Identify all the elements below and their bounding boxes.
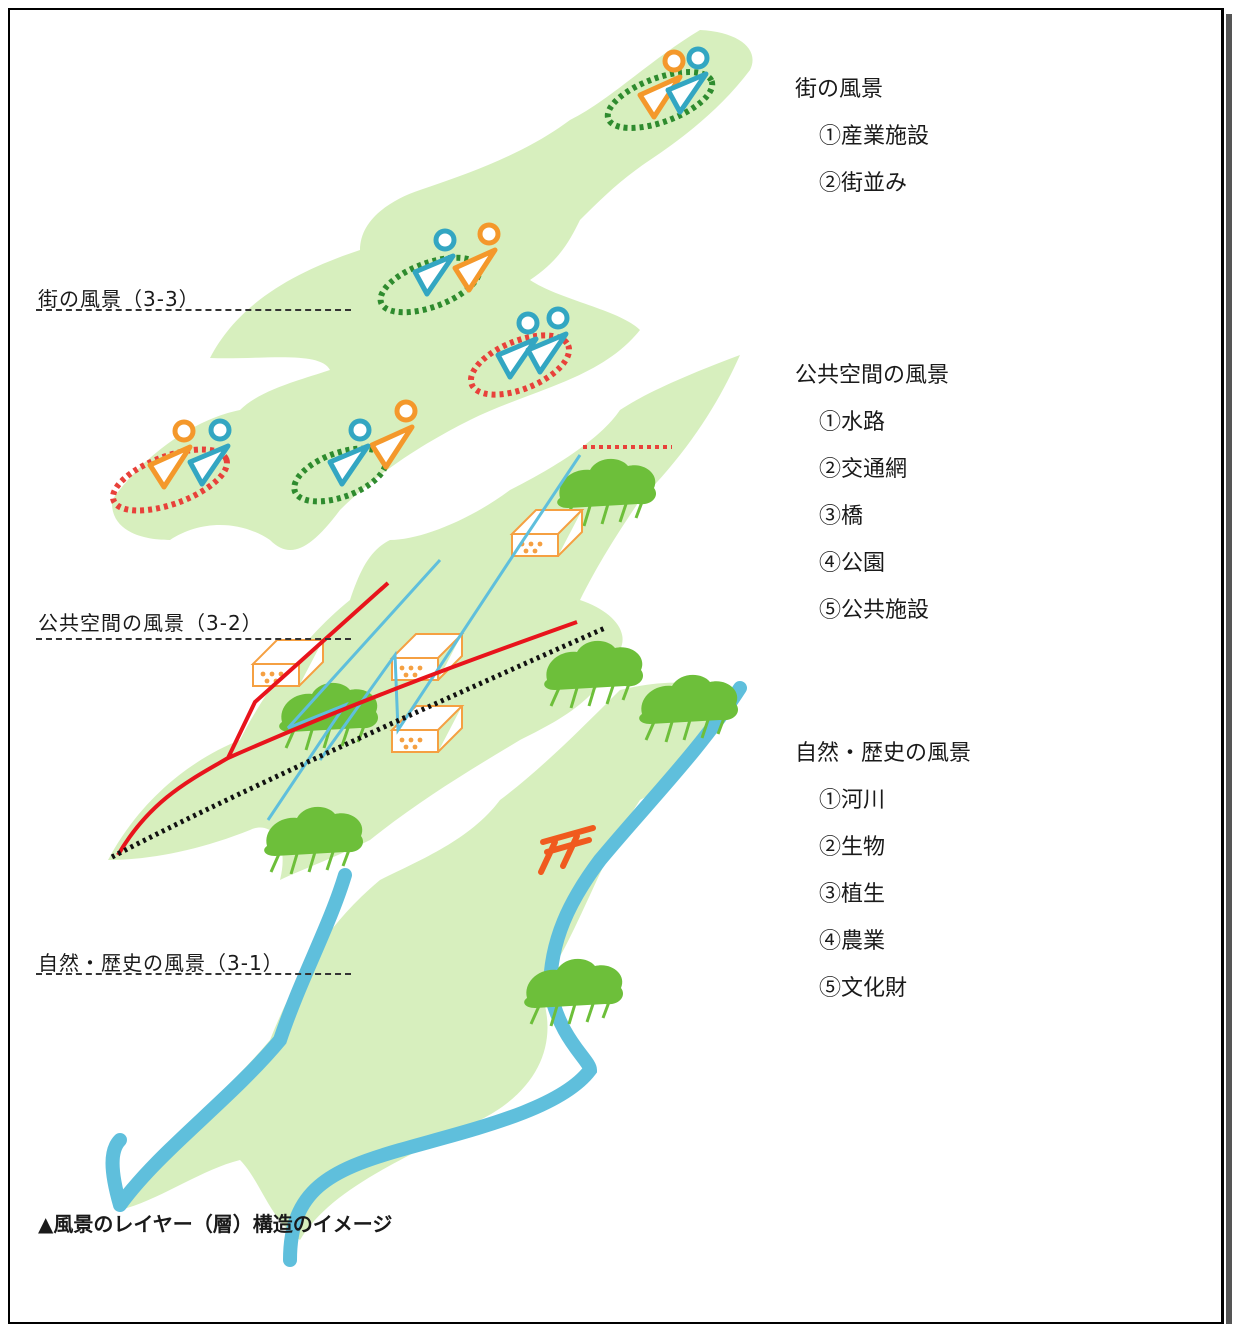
- legend-title: 自然・歴史の風景: [795, 741, 972, 766]
- canal-lines: [266, 454, 582, 821]
- townscape-zone: [467, 332, 573, 398]
- legend-item: ②街並み: [819, 171, 908, 196]
- frame-shadow: [1226, 14, 1232, 1324]
- leader-line: [36, 973, 351, 975]
- figure-caption: ▲風景のレイヤー（層）構造のイメージ: [38, 1212, 393, 1236]
- layer-label-town: 街の風景（3-3）: [38, 287, 200, 311]
- legend-nature-history: 自然・歴史の風景 ①河川 ②生物 ③植生 ④農業 ⑤文化財: [795, 742, 971, 1001]
- leader-line: [36, 309, 351, 311]
- legend-item: ⑤公共施設: [819, 598, 930, 623]
- legend-town: 街の風景 ①産業施設 ②街並み: [795, 78, 929, 196]
- legend-item: ④農業: [819, 929, 886, 954]
- townscape-zone: [110, 446, 230, 514]
- legend-item: ③植生: [819, 882, 886, 907]
- legend-item: ⑤文化財: [819, 976, 908, 1001]
- layer-label-nature-history: 自然・歴史の風景（3-1）: [38, 951, 284, 975]
- leader-line: [36, 638, 351, 640]
- legend-item: ④公園: [819, 551, 886, 576]
- town-layer: [110, 30, 753, 550]
- legend-public-space: 公共空間の風景 ①水路 ②交通網 ③橋 ④公園 ⑤公共施設: [795, 364, 949, 623]
- road-lines: [116, 581, 578, 857]
- nature-history-layer: [105, 673, 747, 1267]
- legend-item: ①産業施設: [819, 124, 930, 149]
- industry-zone: [604, 69, 716, 131]
- legend-item: ②交通網: [819, 457, 908, 482]
- layer-label-public-space: 公共空間の風景（3-2）: [38, 611, 263, 635]
- legend-item: ①河川: [819, 788, 886, 813]
- legend-item: ①水路: [819, 410, 886, 435]
- legend-title: 街の風景: [795, 77, 884, 102]
- legend-item: ③橋: [819, 504, 864, 529]
- legend-item: ②生物: [819, 835, 886, 860]
- public-space-layer: [108, 355, 740, 880]
- legend-title: 公共空間の風景: [795, 363, 950, 388]
- railway-line: [110, 625, 607, 860]
